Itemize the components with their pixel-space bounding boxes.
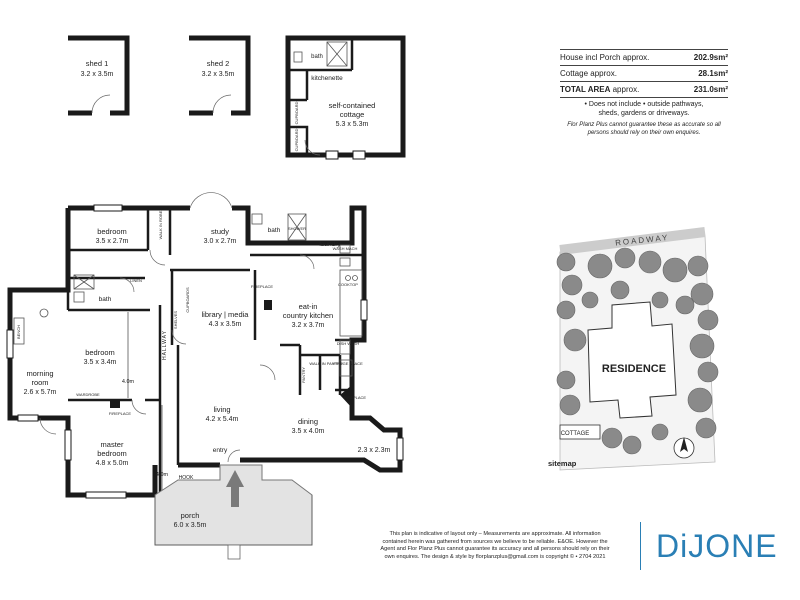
fireplace-master: FIREPLACE [109,411,132,416]
shed-1-dims: 3.2 x 3.5m [81,71,114,78]
house-outline [7,205,403,498]
pantry-label: PANTRY [301,367,306,383]
library-name: library | media [202,310,250,319]
dim-4m-b: 4.0m [156,472,169,478]
wardrobe-label: WARDROBE [76,392,100,397]
brand-divider [640,522,641,570]
shed-1: shed 1 3.2 x 3.5m [68,35,130,116]
notes-line-1: • Does not include • outside pathways, [584,101,704,108]
area-row-unit: approx. [622,53,650,62]
area-row-value: 202.9sm² [693,53,728,62]
morning-name2: room [31,378,48,387]
footer-line-1: This plan is indicative of layout only –… [389,531,601,537]
hallway-label: HALLWAY [162,330,168,360]
walk-in-pantry: WALK IN PANTRY [309,361,343,366]
master-name2: bedroom [97,449,127,458]
residence-label: RESIDENCE [602,363,666,375]
cottage-bath: bath [311,54,323,60]
area-row-value: 231.0sm² [693,85,728,94]
master-dims: 4.8 x 5.0m [96,460,129,467]
dining-dims: 3.5 x 4.0m [292,428,325,435]
area-row-value: 28.1sm² [698,69,728,78]
porch-dims: 6.0 x 3.5m [174,522,207,529]
porch: porch 6.0 x 3.5m [154,464,313,560]
dining-name: dining [298,417,318,426]
area-row-name: House incl Porch [560,53,621,62]
area-row: Cottage approx. 28.1sm² [560,66,728,82]
study-name: study [211,227,229,236]
kitchen-name2: country kitchen [283,311,333,320]
linen-label: LINEN [130,278,142,283]
morning-name: morning [26,369,53,378]
library-dims: 4.3 x 3.5m [209,321,242,328]
footer-disclaimer: This plan is indicative of layout only –… [350,531,640,561]
sitemap-caption: sitemap [548,459,577,468]
north-arrow-icon [680,437,688,452]
fireplace-dining: FIREPLACE [344,395,367,400]
cottage-cupboard-2: CUPBOARD [294,129,299,152]
house-fixtures [6,192,404,499]
living-name: living [213,405,230,414]
dim-4m-a: 4.0m [122,379,135,385]
brand-logo: DiJONE [656,528,778,564]
fireplace-library: FIREPLACE [251,284,274,289]
study-dims: 3.0 x 2.7m [204,238,237,245]
cupboards-label: CUPBOARDS [185,287,190,313]
bedroom-name: bedroom [97,227,127,236]
shed-1-name: shed 1 [86,59,109,68]
dishwash-label: DISH WASH [337,341,360,346]
morning-dims: 2.6 x 5.7m [24,389,57,396]
area-row-label: Cottage approx. [560,66,617,81]
entry-name: entry [213,447,228,454]
footer-line-4: own enquires. The design & style by flor… [384,553,606,560]
walk-in-robe: WALK IN ROBE [158,210,163,239]
master-name: master [101,440,124,449]
cooktop-label: COOKTOP [338,282,358,287]
cottage-cupboard-1: CUPBOARD [294,102,299,125]
notes-disclaimer: Flor Planz Plus cannot guarantee these a… [567,122,721,136]
area-row: House incl Porch approx. 202.9sm² [560,49,728,66]
shelves-label: SHELVES [173,311,178,329]
cottage-dims: 5.3 x 5.3m [336,121,369,128]
kitchen-name: eat-in [299,302,318,311]
fridge-label: FRIDGE SPACE [333,361,363,366]
bedroom2-dims: 3.5 x 3.4m [84,359,117,366]
bedroom-dims: 3.5 x 2.7m [96,238,129,245]
shower-label: SHOWER [288,226,306,231]
cottage-kitchenette: kitchenette [311,75,343,82]
bath-left-name: bath [99,296,112,303]
cottage-name2: cottage [340,110,365,119]
bedroom2-name: bedroom [85,348,115,357]
laundry-name: laundry [319,241,341,248]
notes-line-2: sheds, gardens or driveways. [598,110,690,117]
area-row-unit: approx. [590,69,617,78]
area-row: TOTAL AREA approx. 231.0sm² [560,82,728,98]
washmach-label: WASH MACH [333,246,358,251]
footer-line-2: contained herein was gathered from sourc… [382,538,608,545]
area-row-unit: approx. [612,85,640,94]
hook-label: HOOK [179,475,194,481]
shed-2: shed 2 3.2 x 3.5m [189,35,251,116]
cottage: bath kitchenette CUPBOARD CUPBOARD self-… [285,35,406,160]
sitemap: ROADWAY RESIDENCE COTTAGE [556,227,719,471]
footer-line-3: Agent and Flor Planz Plus cannot guarant… [380,546,610,553]
bench-label: BENCH [16,325,21,339]
bay-dims: 2.3 x 2.3m [358,447,391,454]
porch-name: porch [181,511,200,520]
sitemap-cottage-label: COTTAGE [561,431,590,437]
living-dims: 4.2 x 5.4m [206,416,239,423]
bath-top-name: bath [268,227,281,234]
area-notes: • Does not include • outside pathways, s… [560,100,728,137]
cottage-name: self-contained [329,101,376,110]
area-row-label: TOTAL AREA approx. [560,82,639,97]
shed-2-dims: 3.2 x 3.5m [202,71,235,78]
room-labels: bedroom 3.5 x 2.7m WALK IN ROBE study 3.… [16,210,391,481]
area-row-name: TOTAL AREA [560,85,611,94]
area-row-label: House incl Porch approx. [560,50,649,65]
kitchen-dims: 3.2 x 3.7m [292,322,325,329]
area-row-name: Cottage [560,69,589,78]
area-summary-table: House incl Porch approx. 202.9sm² Cottage … [560,49,728,98]
shed-2-name: shed 2 [207,59,230,68]
